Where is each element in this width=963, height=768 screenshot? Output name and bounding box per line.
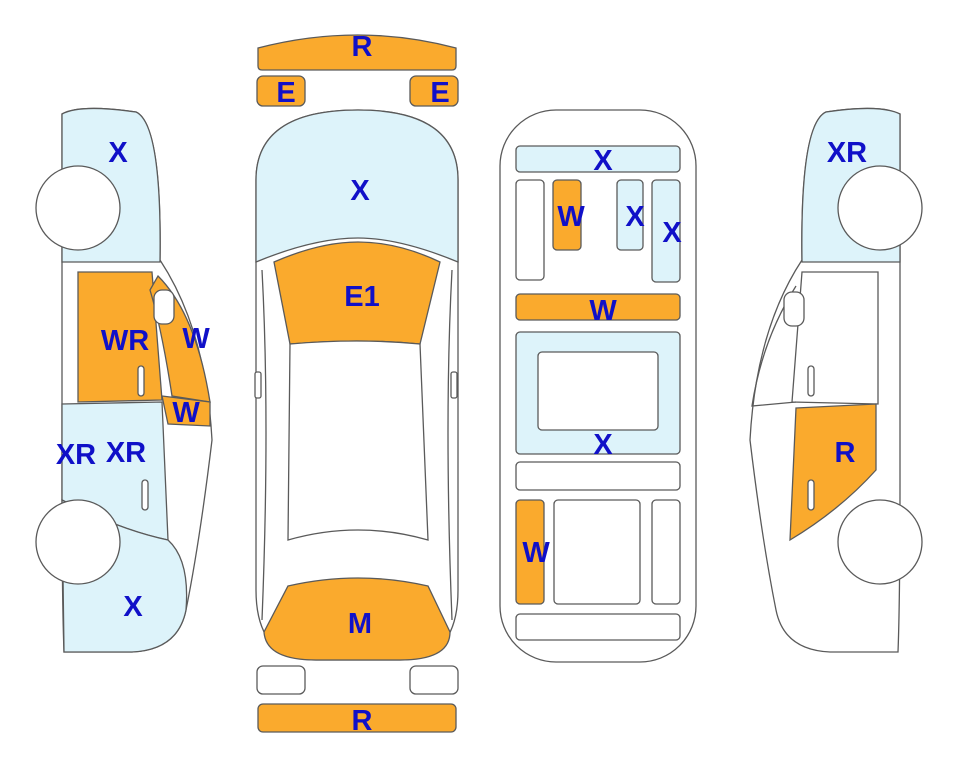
left-side-view [35, 107, 213, 653]
rear-bumper-panel[interactable] [257, 703, 457, 733]
label-left-rear-quarter: X [123, 591, 143, 623]
label-floor-rear-left: W [522, 537, 550, 569]
front-bumper-panel[interactable] [257, 34, 457, 71]
label-floor-front: X [593, 145, 613, 177]
label-floor-crossmember-2: W [589, 295, 617, 327]
label-floor-center-x: X [625, 201, 645, 233]
floor-right-rail-panel[interactable] [651, 179, 681, 283]
right-door-handle-1 [807, 365, 815, 397]
label-left-rear-door-a: XR [56, 439, 96, 471]
label-floor-right-rail: X [662, 217, 682, 249]
floor-spare-well [553, 499, 641, 605]
label-floor-left-rail: W [557, 201, 585, 233]
label-headlight-right: E [430, 77, 449, 109]
panel-labels: R E E X E1 M R X W X X W X W X WR W W XR… [56, 31, 867, 737]
label-left-front-door: WR [101, 325, 149, 357]
floor-left-rail-outer [515, 179, 545, 281]
rear-window-panel[interactable] [263, 577, 451, 661]
label-left-rear-door-b: XR [106, 437, 146, 469]
right-side-view [749, 107, 923, 653]
label-headlight-left: E [276, 77, 295, 109]
floor-center-x-panel[interactable] [616, 179, 644, 251]
label-left-rear-window: W [172, 397, 200, 429]
left-rear-window-panel[interactable] [161, 395, 211, 427]
top-view [254, 34, 459, 733]
left-front-wheel [35, 165, 121, 251]
label-right-front-fender: XR [827, 137, 867, 169]
headlight-left-panel[interactable] [256, 75, 306, 107]
floor-rear-right-rail [651, 499, 681, 605]
underbody-view [499, 109, 697, 663]
label-right-rear-door: R [835, 437, 856, 469]
right-front-door [791, 271, 879, 405]
label-windshield: E1 [344, 281, 379, 313]
floor-rear-left-panel[interactable] [515, 499, 545, 605]
floor-rear-crossmember [515, 461, 681, 491]
label-floor-center-pan: X [593, 429, 613, 461]
label-hood: X [350, 175, 370, 207]
right-rear-wheel [837, 499, 923, 585]
label-left-front-window: W [182, 323, 210, 355]
right-door-handle-2 [807, 479, 815, 511]
floor-front-crossmember-panel[interactable] [515, 145, 681, 173]
left-mirror [153, 289, 175, 325]
mirror-left [254, 371, 262, 399]
floor-center-pan-inner [537, 351, 659, 431]
right-side-line [447, 269, 453, 621]
label-front-bumper: R [352, 31, 373, 63]
left-door-handle-1 [137, 365, 145, 397]
right-mirror [783, 291, 805, 327]
right-front-wheel [837, 165, 923, 251]
hood-panel[interactable] [255, 109, 459, 263]
label-rear-bumper: R [352, 705, 373, 737]
roof-outline [287, 340, 429, 541]
floor-crossmember-2-panel[interactable] [515, 293, 681, 321]
mirror-right [450, 371, 458, 399]
left-rear-wheel [35, 499, 121, 585]
left-side-line [261, 269, 267, 621]
label-rear-window: M [348, 608, 372, 640]
floor-rear-end [515, 613, 681, 641]
label-left-front-fender: X [108, 137, 128, 169]
floor-left-rail-panel[interactable] [552, 179, 582, 251]
headlight-right-panel[interactable] [409, 75, 459, 107]
left-door-handle-2 [141, 479, 149, 511]
taillight-right [409, 665, 459, 695]
taillight-left [256, 665, 306, 695]
